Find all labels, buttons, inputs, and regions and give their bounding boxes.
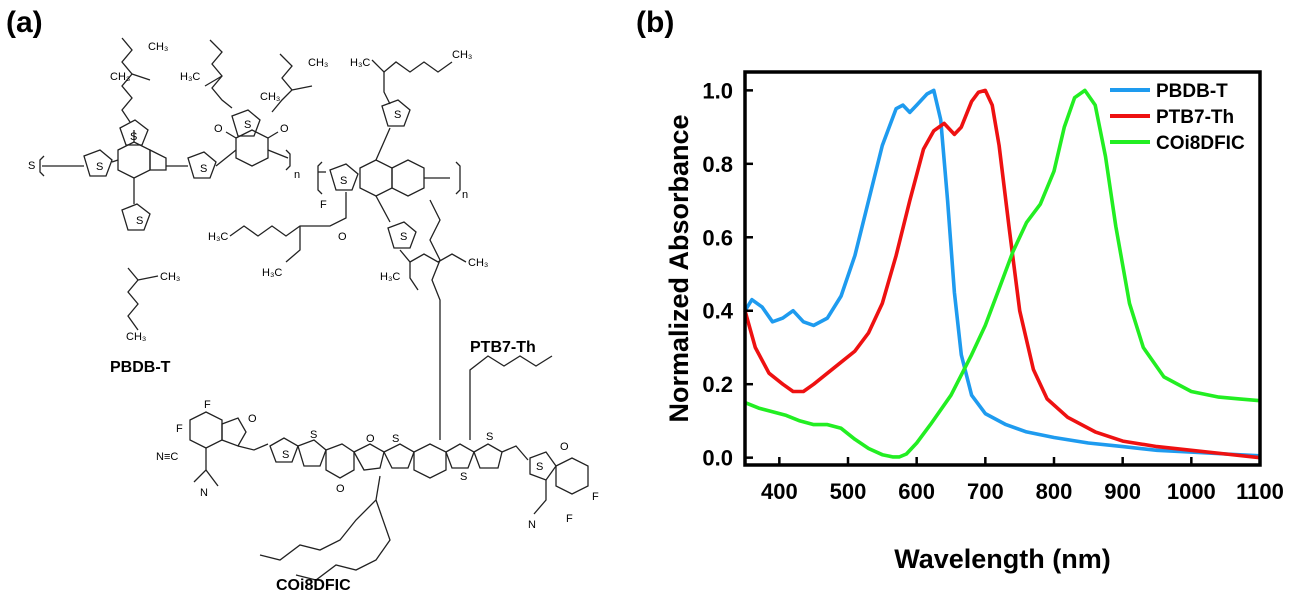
series-line-ptb7-th [743,88,1261,460]
x-tick-label: 600 [898,479,935,504]
atom-label: H₃C [208,231,228,243]
atom-label: CH₃ [468,257,488,269]
atom-label: S [244,119,251,131]
atom-label: S [136,215,143,227]
y-tick-label: 1.0 [702,78,733,103]
atom-label: S [340,175,347,187]
x-axis-label: Wavelength (nm) [894,544,1111,574]
atom-label: S [460,471,467,483]
atom-label: H₃C [350,57,370,69]
atom-label: S [130,131,137,143]
atom-label: N≡C [156,451,178,463]
atom-label: S [282,449,289,461]
atom-label: S [96,161,103,173]
atom-label: n [462,189,468,201]
series-line-coi8dfic [744,88,1261,459]
x-tick-label: 500 [830,479,867,504]
atom-label: S [200,163,207,175]
atom-label: CH₃ [148,41,168,53]
y-tick-label: 0.8 [702,152,733,177]
atom-label: H₃C [180,71,200,83]
x-tick-label: 400 [761,479,798,504]
x-tick-label: 700 [967,479,1004,504]
y-tick-label: 0.6 [702,225,733,250]
ptb7-th-atoms: S S S F O n H₃C CH₃ H₃C H₃C CH₃ H₃C [208,49,488,283]
atom-label: CH₃ [126,331,146,343]
x-tick-label: 900 [1104,479,1141,504]
chemical-structures: S S S S S S O O n CH₃ CH₃ H₃C CH₃ CH₃ CH… [28,37,599,594]
tick-layer: 400 500 600 700 800 900 1000 1100 0.0 0.2 0.4 0.6 0.… [702,78,1283,504]
atom-label: O [248,413,257,425]
y-tick-label: 0.2 [702,372,733,397]
atom-label: S [28,160,35,172]
panel-a-label: (a) [6,6,43,39]
atom-label: O [280,123,289,135]
atom-label: O [560,441,569,453]
pbdb-t-structure [39,37,313,331]
atom-label: F [566,513,573,525]
molecule-name-coi8dfic: COi8DFIC [276,577,351,594]
legend-label: COi8DFIC [1156,133,1245,154]
atom-label: N [200,487,208,499]
atom-label: S [536,461,543,473]
series-line-pbdb-t [743,88,1261,458]
atom-label: CH₃ [110,71,130,83]
series-layer [743,88,1261,460]
atom-label: CH₃ [308,57,328,69]
atom-label: H₃C [380,271,400,283]
atom-label: F [176,423,183,435]
y-axis-label: Normalized Absorbance [664,114,694,422]
atom-label: H₃C [262,267,282,279]
atom-label: O [214,123,223,135]
x-tick-label: 1100 [1236,479,1284,504]
x-tick-label: 1000 [1167,479,1216,504]
atom-label: CH₃ [452,49,472,61]
atom-label: O [336,483,345,495]
atom-label: S [310,429,317,441]
y-tick-label: 0.4 [702,299,733,324]
ptb7-th-structure [229,59,467,291]
atom-label: S [392,433,399,445]
atom-label: O [366,433,375,445]
atom-label: S [394,109,401,121]
atom-label: F [320,199,327,211]
panel-b-label: (b) [636,6,675,39]
atom-label: S [400,231,407,243]
atom-label: n [294,169,300,181]
atom-label: N [528,519,536,531]
coi8dfic-structure [189,199,589,581]
molecule-name-ptb7-th: PTB7-Th [470,339,536,356]
atom-label: O [338,231,347,243]
atom-label: F [592,491,599,503]
atom-label: CH₃ [260,91,280,103]
y-tick-label: 0.0 [702,446,733,471]
atom-label: CH₃ [160,271,180,283]
legend-label: PTB7-Th [1156,107,1234,128]
atom-label: F [204,399,211,411]
plot-frame [743,70,1262,467]
legend-label: PBDB-T [1156,81,1228,102]
x-tick-label: 800 [1036,479,1073,504]
coi8dfic-atoms: F F O N≡C N S S O O S S S O S N F F [156,399,599,531]
atom-label: S [486,431,493,443]
molecule-name-pbdb-t: PBDB-T [110,359,171,376]
pbdb-t-atoms: S S S S S S O O n CH₃ CH₃ H₃C CH₃ CH₃ CH… [28,41,328,343]
